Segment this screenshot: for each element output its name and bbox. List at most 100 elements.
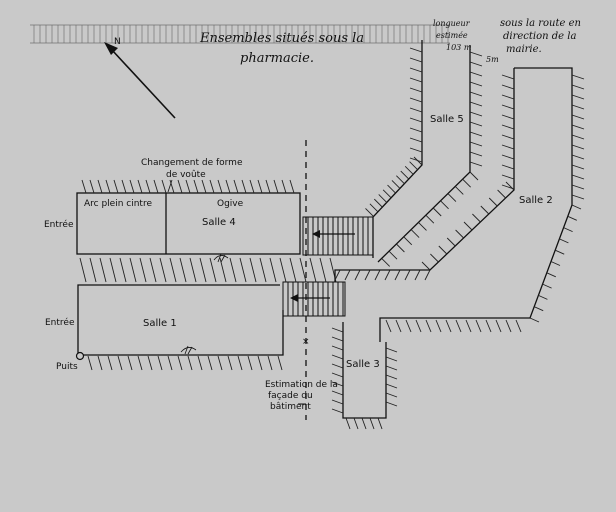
hatch-line — [571, 154, 585, 160]
hatch-line — [501, 104, 515, 110]
hatch-line — [381, 258, 390, 267]
hatch-line — [345, 417, 351, 430]
hatch-line — [404, 166, 414, 175]
hatch-line — [385, 383, 398, 389]
hatch-line — [501, 94, 515, 100]
hatch-line — [147, 355, 153, 371]
hatch-line — [571, 164, 585, 170]
hatch-line — [405, 319, 412, 333]
hatch-line — [331, 336, 344, 342]
hatch-line — [469, 91, 483, 97]
hatch-line — [99, 257, 107, 283]
hatch-line — [201, 179, 207, 194]
hatch-line — [409, 157, 423, 163]
hatch-line — [409, 77, 423, 83]
hatch-line — [217, 355, 223, 371]
hatch-line — [571, 194, 585, 200]
label-ogive: Ogive — [217, 199, 244, 209]
length-line2: estimée — [436, 31, 468, 40]
label-facade-line2: façade du — [268, 391, 313, 401]
hatch-line — [197, 355, 203, 371]
arrow-lower-icon — [290, 294, 330, 302]
hatch-line — [121, 179, 127, 194]
hatch-line — [501, 154, 515, 160]
length-value: 103 m — [446, 43, 472, 52]
hatch-line — [396, 243, 405, 253]
hatch-line — [257, 179, 263, 194]
hatch-line — [469, 141, 483, 147]
hatch-line — [385, 365, 398, 371]
hatch-line — [257, 355, 263, 371]
hatch-line — [137, 355, 143, 371]
stairs-lower — [282, 281, 346, 317]
hatch-line — [571, 94, 585, 100]
hatch-line — [331, 345, 344, 351]
hatch-line — [229, 257, 237, 283]
hatch-line — [534, 306, 544, 312]
hatch-line — [187, 355, 193, 371]
direction-line3: mairie. — [506, 44, 542, 55]
arrow-upper-icon — [312, 230, 355, 238]
label-salle4: Salle 4 — [202, 217, 236, 228]
hatch-line — [177, 355, 183, 371]
hatch-line — [361, 417, 367, 430]
hatch-line — [167, 355, 173, 371]
hatch-line — [259, 257, 267, 283]
hatch-line — [421, 261, 431, 271]
hatch-line — [331, 408, 344, 414]
hatch-line — [117, 355, 123, 371]
hatch-line — [455, 229, 464, 239]
hatch-line — [567, 215, 577, 221]
change-pointer — [167, 179, 173, 193]
hatch-line — [179, 257, 187, 283]
hatch-line — [555, 249, 565, 255]
hatch-line — [239, 257, 247, 283]
hatch-line — [207, 355, 213, 371]
hatch-line — [385, 401, 398, 407]
hatch-line — [384, 269, 391, 281]
hatch-line — [472, 213, 481, 223]
hatch-line — [546, 272, 556, 278]
hatch-line — [365, 208, 374, 217]
hatch-line — [418, 222, 427, 231]
hatch-line — [159, 257, 167, 283]
hatch-line — [289, 257, 297, 283]
hatch-line — [550, 261, 561, 266]
hatch-line — [265, 179, 271, 194]
hatch-line — [249, 257, 257, 283]
hatch-line — [571, 104, 585, 110]
hatch-line — [97, 179, 103, 194]
hatch-line — [394, 269, 401, 281]
hatch-line — [129, 257, 137, 283]
hatch-line — [501, 134, 515, 140]
hatch-line — [404, 269, 411, 281]
hatch-line — [571, 144, 585, 150]
hatch-line — [538, 294, 548, 300]
hatch-line — [319, 257, 327, 283]
hatch-line — [501, 144, 515, 150]
hatch-line — [249, 179, 255, 194]
hatch-line — [447, 193, 457, 202]
hatch-line — [199, 257, 207, 283]
hatch-line — [119, 257, 127, 283]
hatch-line — [455, 319, 462, 333]
hatch-line — [105, 179, 111, 194]
hatch-line — [157, 355, 163, 371]
hatch-line — [438, 245, 448, 255]
label-salle5: Salle 5 — [430, 114, 464, 125]
hatch-line — [501, 84, 515, 90]
hatch-line — [475, 319, 482, 333]
hatch-line — [432, 207, 442, 217]
hatch-line — [369, 203, 379, 213]
hatch-line — [505, 181, 515, 191]
label-change-line2: de voûte — [166, 170, 206, 180]
hatch-line — [505, 319, 512, 333]
hatch-line — [485, 319, 492, 333]
hatch-line — [413, 156, 423, 166]
hatch-line — [400, 170, 410, 180]
hatch-line — [149, 257, 157, 283]
length-line1: longueur — [433, 19, 471, 28]
hatch-line — [273, 179, 279, 194]
hatch-line — [331, 327, 344, 333]
